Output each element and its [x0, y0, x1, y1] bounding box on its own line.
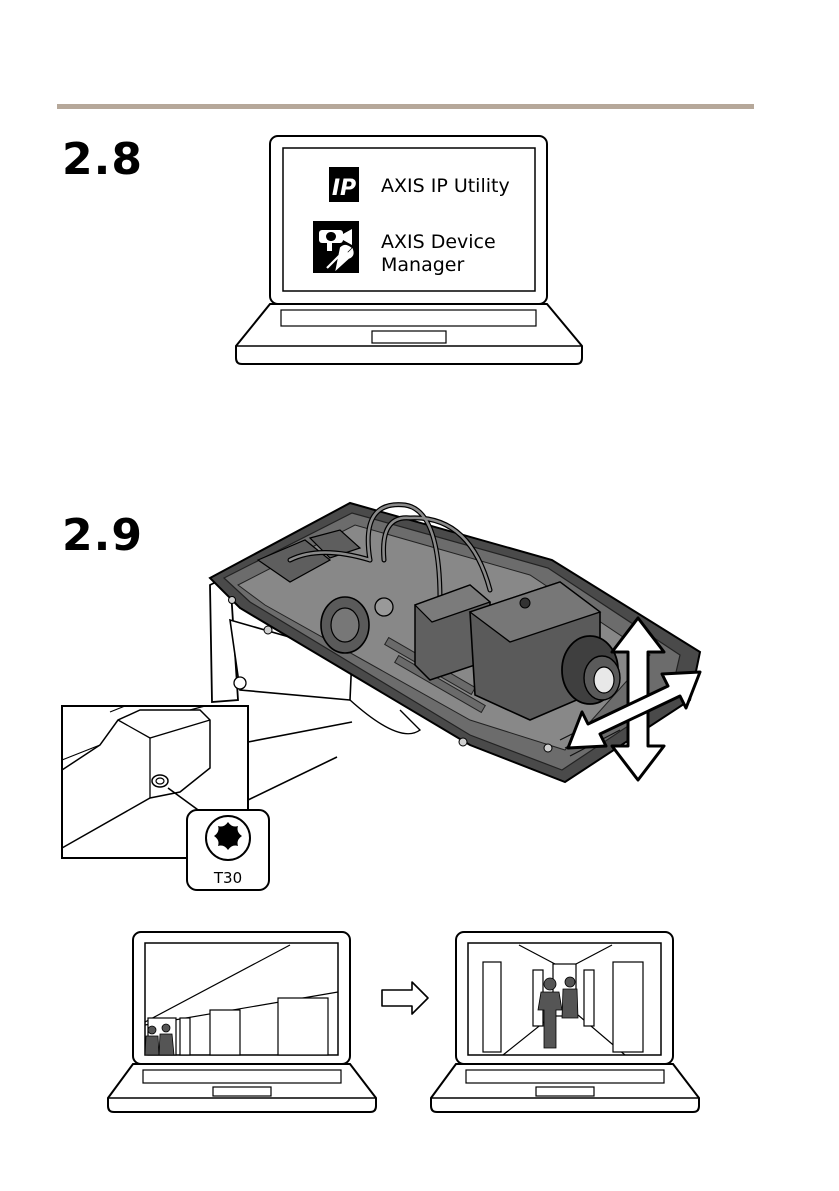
- svg-text:IP: IP: [332, 176, 356, 201]
- torx-icon: [214, 822, 242, 850]
- torx-t30-badge: T30: [187, 810, 269, 890]
- laptop-before-illustration: [108, 932, 376, 1112]
- next-arrow-icon: [382, 982, 428, 1014]
- laptop-after-illustration: [431, 932, 699, 1112]
- device-manager-icon: [313, 221, 359, 273]
- ip-utility-icon: IP: [329, 167, 359, 202]
- tool-size-label: T30: [213, 869, 242, 887]
- device-manager-label-line2: Manager: [381, 254, 464, 276]
- device-manager-label-line1: AXIS Device: [381, 231, 496, 253]
- laptop-software-illustration: IP AXIS IP Utility AXIS Device Manager: [236, 136, 582, 364]
- ip-utility-label: AXIS IP Utility: [381, 175, 510, 197]
